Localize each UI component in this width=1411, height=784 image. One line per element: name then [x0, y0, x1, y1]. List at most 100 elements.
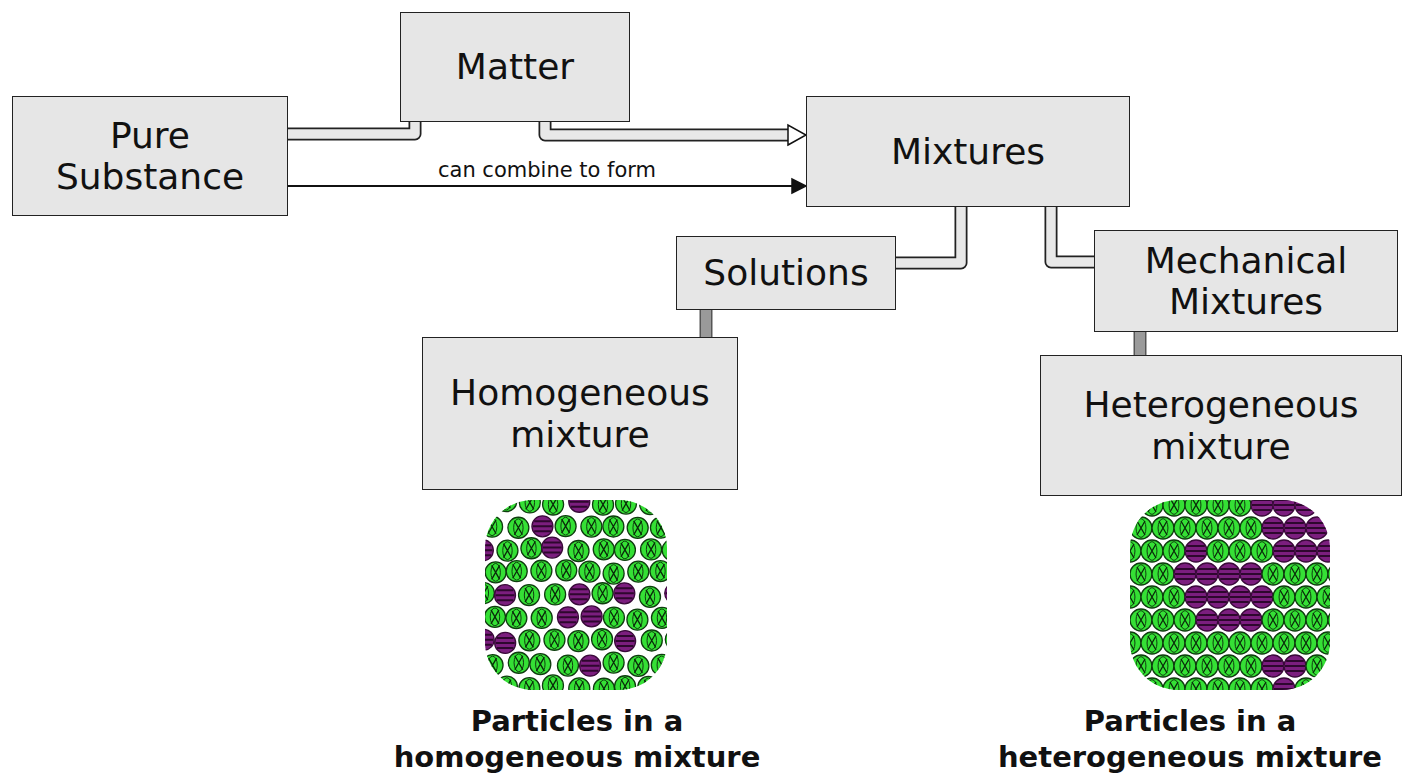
green-particle	[1284, 563, 1306, 585]
purple-particle	[581, 606, 602, 627]
particle-body	[1229, 632, 1251, 654]
particle-ring	[1323, 634, 1330, 653]
particle-body	[1152, 655, 1174, 677]
particle-body	[1273, 678, 1295, 690]
green-particle	[1196, 655, 1218, 677]
purple-particle	[614, 583, 635, 604]
particle-body	[1207, 632, 1229, 654]
particle-body	[485, 629, 494, 650]
particle-stripe	[617, 645, 633, 647]
particle-body	[1130, 563, 1152, 585]
green-particle	[628, 655, 649, 676]
particle-stripe	[1264, 522, 1282, 524]
particle-body	[1152, 609, 1174, 631]
green-particle	[592, 583, 613, 604]
green-particle	[1196, 517, 1218, 539]
purple-particle	[1207, 586, 1229, 608]
green-particle	[592, 629, 613, 650]
particle-body	[1163, 678, 1185, 690]
green-particle	[1152, 563, 1174, 585]
particle-ring	[1180, 611, 1190, 630]
green-particle	[1174, 609, 1196, 631]
purple-particle	[1328, 517, 1330, 539]
particle-body	[603, 652, 624, 673]
particle-cross	[1236, 500, 1244, 512]
particle-cross	[1291, 613, 1299, 627]
particle-body	[1306, 609, 1328, 631]
particle-stripe	[1275, 545, 1293, 547]
particle-ring	[587, 518, 596, 536]
green-particle	[639, 586, 660, 607]
category-box: Matter	[400, 12, 630, 122]
particle-body	[628, 655, 649, 676]
particle-body	[1240, 655, 1262, 677]
green-particle	[1130, 655, 1152, 677]
particle-stripe	[1285, 665, 1305, 667]
particle-stripe	[1275, 555, 1293, 557]
particle-body	[1295, 586, 1317, 608]
particle-stripe	[1319, 509, 1330, 511]
particle-stripe	[1197, 573, 1217, 575]
particle-stripe	[1241, 619, 1261, 621]
particle-stripe	[1264, 532, 1282, 534]
particle-body	[1207, 540, 1229, 562]
particle-stripe	[581, 665, 600, 667]
particle-body	[1328, 517, 1330, 539]
particle-cross	[526, 500, 534, 509]
purple-particle	[557, 607, 578, 628]
particle-body	[592, 583, 613, 604]
particle-body	[1130, 609, 1152, 631]
particle-ring	[621, 500, 630, 513]
particle-ring	[488, 656, 497, 674]
particle-body	[544, 629, 565, 650]
particle-body	[485, 583, 494, 604]
particle-ring	[1136, 611, 1146, 630]
particle-body	[1317, 586, 1330, 608]
particle-ring	[1169, 634, 1179, 653]
particle-ring	[1180, 657, 1190, 676]
particle-ring	[597, 630, 606, 648]
green-particle	[508, 652, 529, 673]
particle-ring	[525, 631, 534, 649]
particle-cross	[514, 521, 522, 535]
particle-body	[495, 632, 516, 653]
green-particle	[593, 678, 614, 690]
green-particle	[1317, 632, 1330, 654]
particle-stripe	[1220, 578, 1238, 580]
particle-cross	[600, 682, 608, 690]
particle-body	[1163, 540, 1185, 562]
particle-body	[532, 516, 553, 537]
particle-cross	[1148, 544, 1156, 558]
particle-body	[1196, 609, 1218, 631]
particle-cross	[538, 611, 546, 625]
particle-stripe	[616, 597, 632, 599]
particle-cross	[1258, 682, 1266, 690]
particle-cross	[1159, 613, 1167, 627]
green-particle	[496, 676, 517, 690]
particle-stripe	[485, 507, 491, 509]
particle-body	[542, 537, 563, 558]
particle-body	[1284, 517, 1306, 539]
green-particle	[603, 563, 624, 584]
particle-stripe	[534, 530, 550, 532]
pipe-outline	[896, 207, 961, 263]
particle-cross	[610, 567, 618, 581]
particle-body	[1295, 632, 1317, 654]
green-particle	[1295, 632, 1317, 654]
particle-stripe	[1253, 509, 1271, 511]
pipe-outline	[1051, 207, 1094, 262]
green-particle	[521, 538, 542, 559]
category-box: Homogeneous mixture	[422, 337, 738, 490]
particle-body	[1141, 586, 1163, 608]
particle-cross	[512, 611, 520, 625]
particle-stripe	[1253, 591, 1271, 593]
green-particle	[627, 517, 648, 538]
node-label: Mechanical Mixtures	[1105, 240, 1387, 323]
particle-ring	[563, 657, 572, 675]
green-particle	[603, 607, 624, 628]
green-particle	[1152, 517, 1174, 539]
pipe-fill	[1051, 207, 1094, 262]
particle-cross	[634, 659, 642, 673]
purple-particle	[1284, 655, 1306, 677]
green-particle	[1306, 609, 1328, 631]
